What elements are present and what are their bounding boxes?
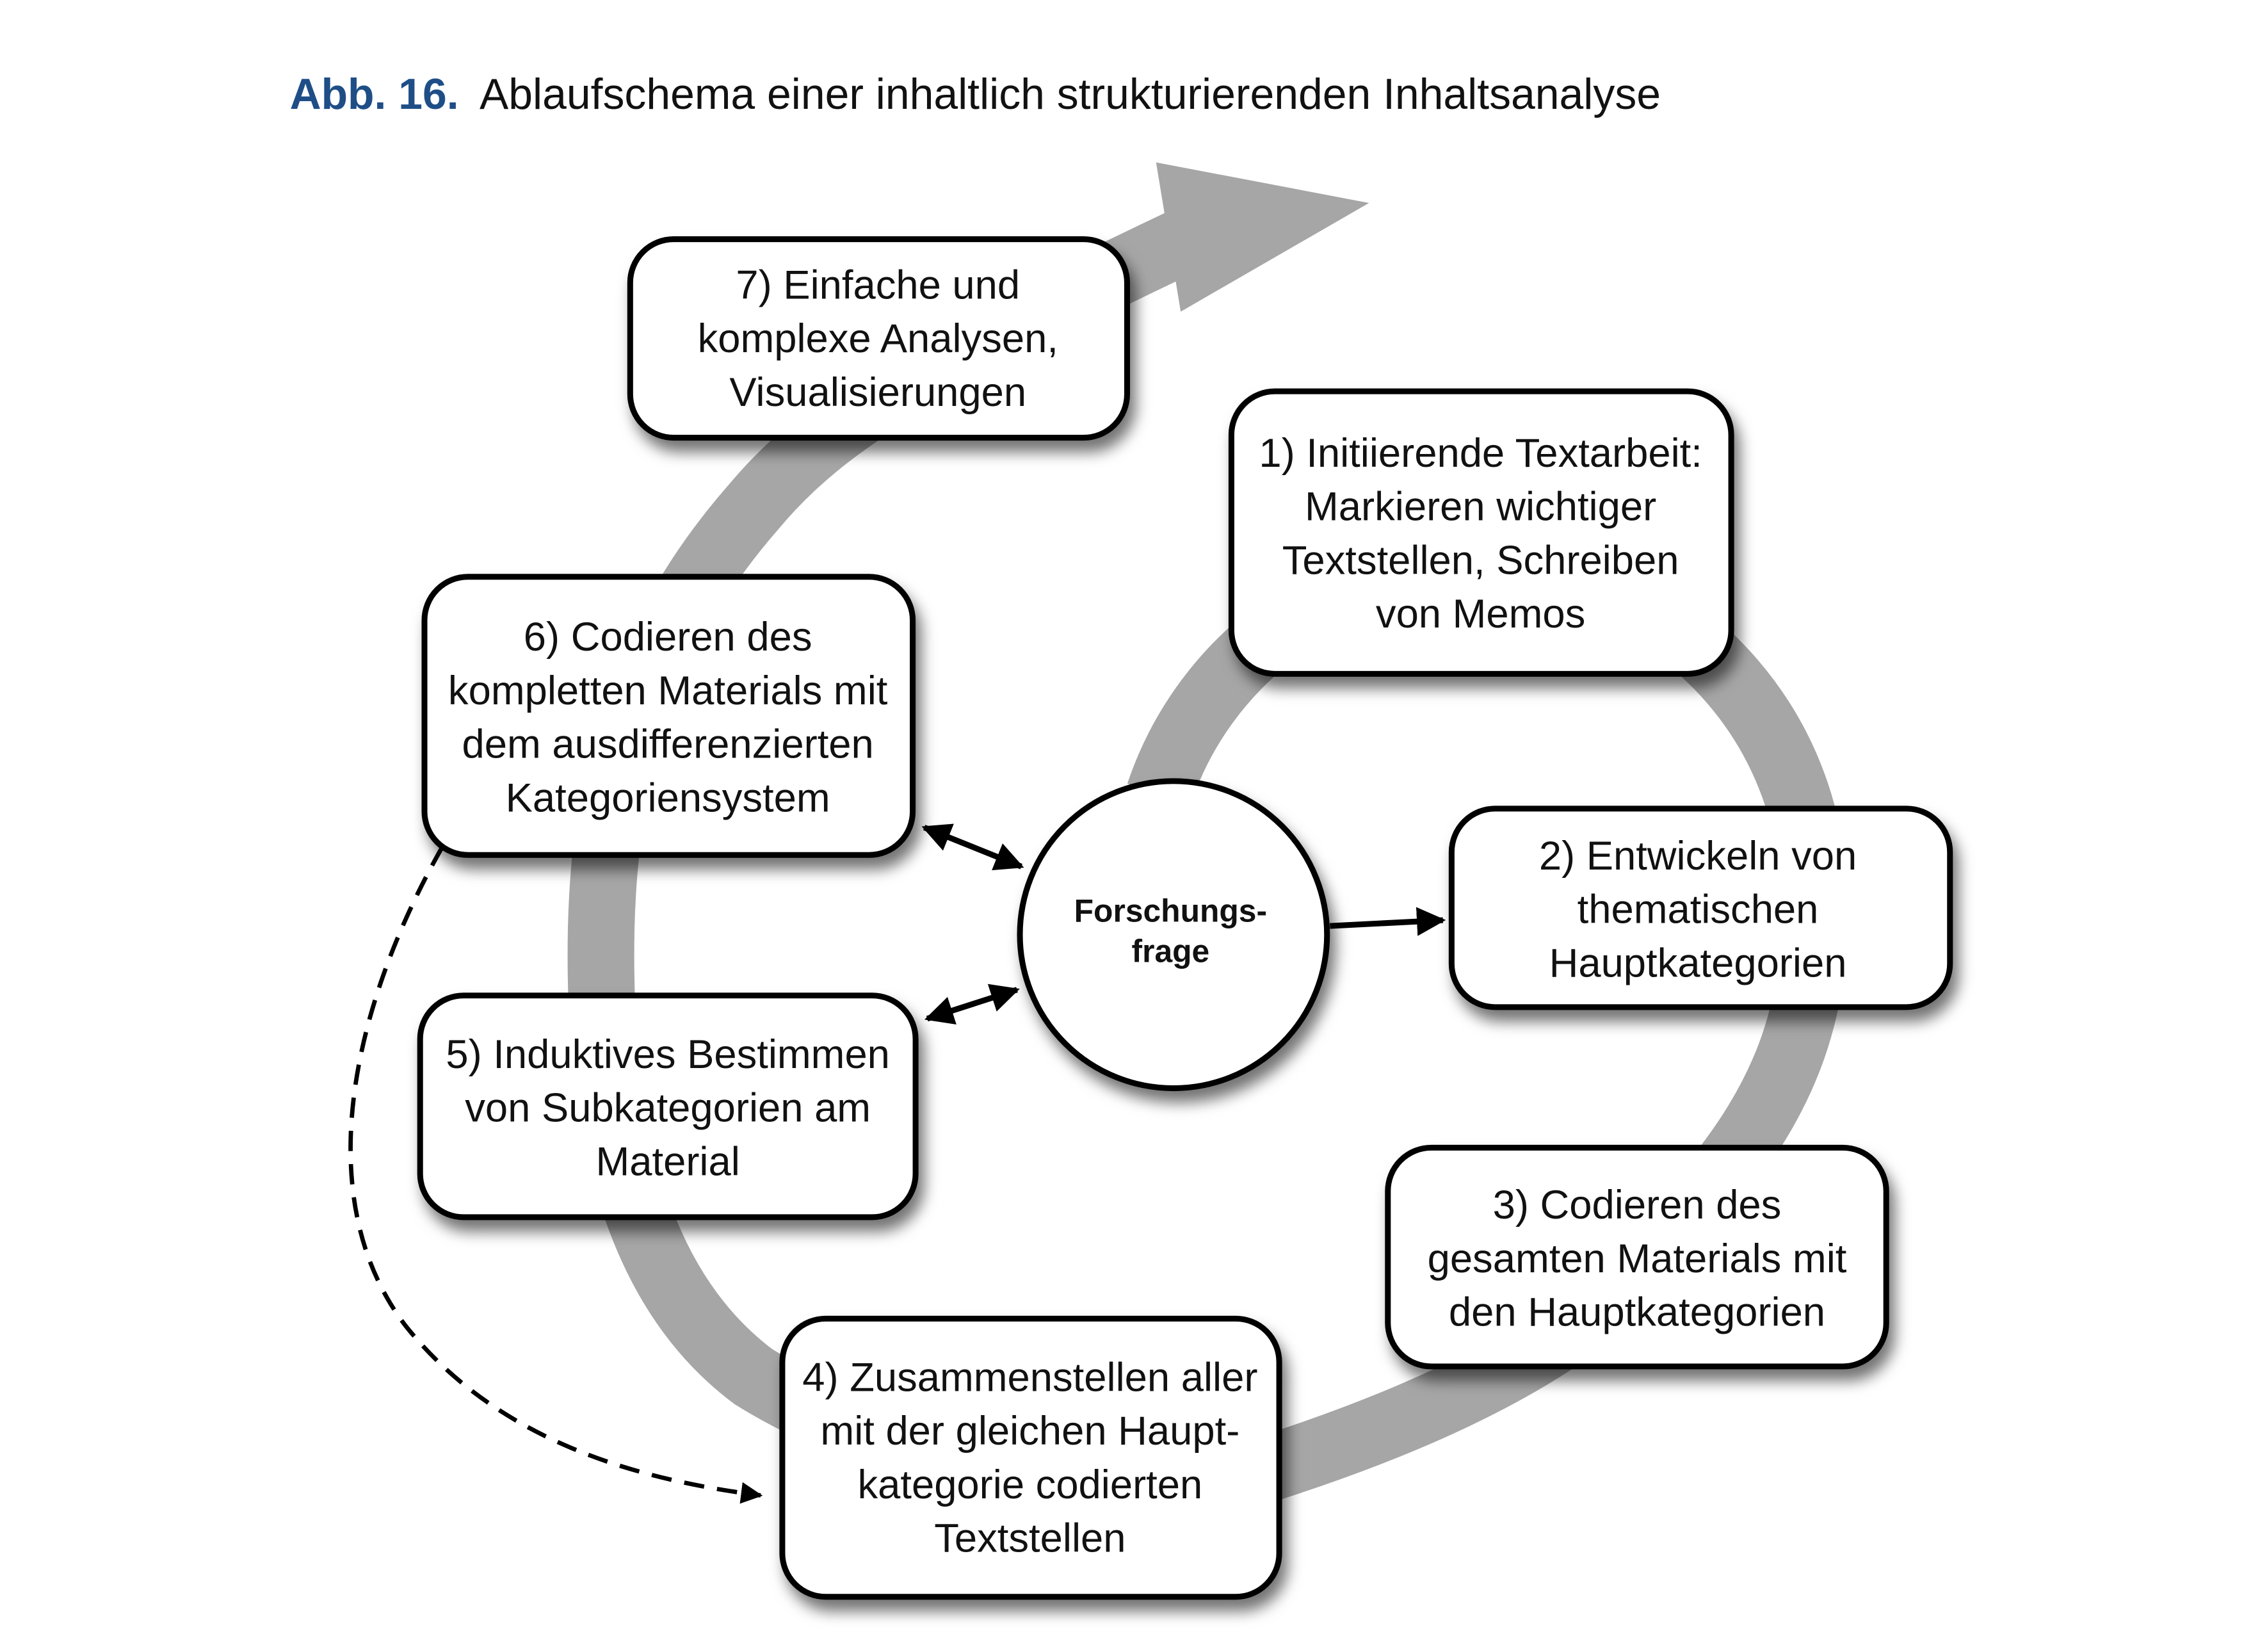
step-text: thematischen xyxy=(1578,887,1819,932)
step-text: 5) Induktives Bestimmen xyxy=(446,1032,890,1077)
step-text: Hauptkategorien xyxy=(1549,941,1847,985)
step-6-box: 6) Codieren des kompletten Materials mit d… xyxy=(421,574,916,858)
step-text: 6) Codieren des xyxy=(524,615,812,660)
step-text: 4) Zusammenstellen aller xyxy=(802,1356,1257,1400)
step-text: 2) Entwickeln von xyxy=(1539,834,1857,879)
step-text: Material xyxy=(596,1139,740,1184)
step-text: gesamten Materials mit xyxy=(1428,1236,1847,1281)
step-text: Visualisierungen xyxy=(729,370,1026,415)
step-text: Markieren wichtiger xyxy=(1305,485,1656,530)
step-text: 1) Initiierende Textarbeit: xyxy=(1259,431,1702,476)
step-text: kategorie codierten xyxy=(857,1462,1202,1507)
center-line: frage xyxy=(1132,934,1210,969)
step-text: Textstellen, Schreiben xyxy=(1282,538,1679,583)
step-text: mit der gleichen Haupt- xyxy=(820,1409,1239,1454)
feedback-dashed-arrow xyxy=(348,846,763,1504)
caption-number: Abb. 16. xyxy=(290,70,459,118)
step-3-box: 3) Codieren des gesamten Materials mit den… xyxy=(1385,1144,1889,1370)
research-question-node: Forschungs-frage xyxy=(1017,778,1330,1092)
arrow-5-center xyxy=(924,984,1020,1024)
step-text: 3) Codieren des xyxy=(1493,1183,1782,1227)
step-1-box: 1) Initiierende Textarbeit: Markieren wic… xyxy=(1228,388,1734,677)
step-5-box: 5) Induktives Bestimmen von Subkategorien… xyxy=(417,992,919,1220)
svg-text:1) Initiierende Textarbeit:Mar: 1) Initiierende Textarbeit: Markieren wic… xyxy=(1259,431,1702,636)
arrow-center-2 xyxy=(1330,907,1446,936)
figure-caption: Abb. 16. Ablaufschema einer inhaltlich s… xyxy=(290,70,1661,118)
step-text: komplexe Analysen, xyxy=(698,316,1058,361)
exit-arrowhead xyxy=(1156,162,1369,312)
step-4-box: 4) Zusammenstellen aller mit der gleichen… xyxy=(779,1315,1282,1600)
step-text: den Hauptkategorien xyxy=(1449,1290,1825,1335)
step-text: von Subkategorien am xyxy=(465,1086,871,1131)
step-7-box: 7) Einfache und komplexe Analysen, Visuali… xyxy=(627,236,1130,441)
step-text: kompletten Materials mit xyxy=(448,668,888,713)
center-line: Forschungs- xyxy=(1074,893,1267,928)
step-text: dem ausdifferenzierten xyxy=(462,722,874,767)
step-text: von Memos xyxy=(1376,592,1585,636)
step-text: 7) Einfache und xyxy=(736,263,1020,307)
arrow-6-center xyxy=(921,823,1024,871)
step-text: Textstellen xyxy=(934,1516,1126,1561)
caption-title: Ablaufschema einer inhaltlich strukturie… xyxy=(480,70,1661,118)
step-text: Kategoriensystem xyxy=(506,775,830,820)
svg-text:Forschungs-frage: Forschungs-frage xyxy=(1074,893,1267,969)
